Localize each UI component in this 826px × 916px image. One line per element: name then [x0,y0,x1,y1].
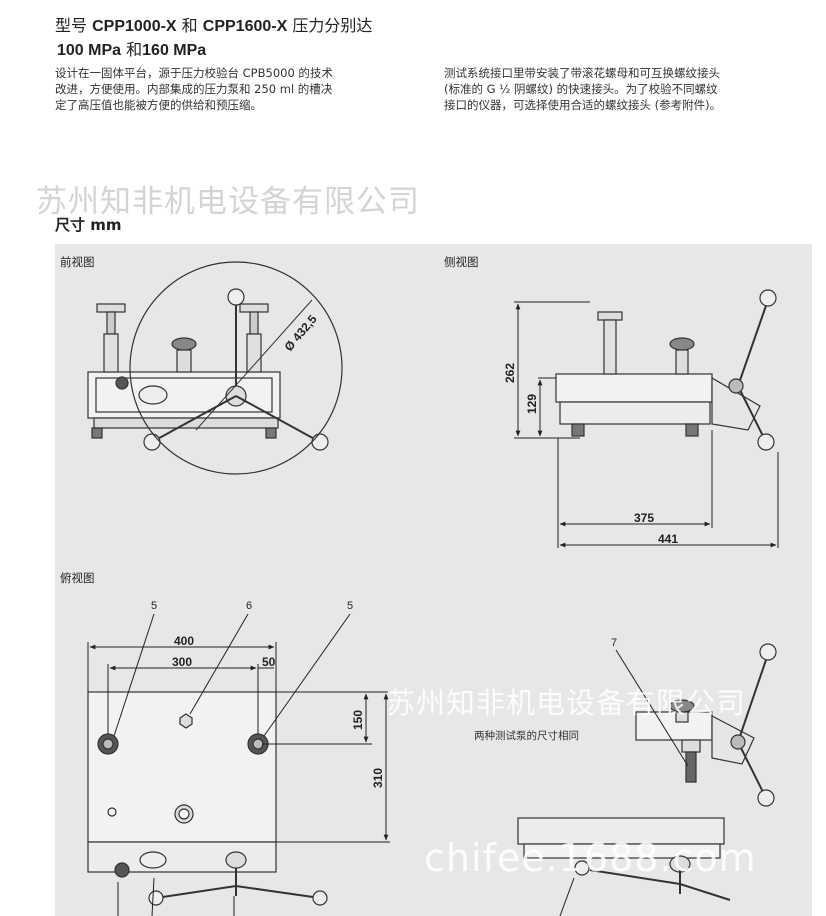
dimensions-title: 尺寸 mm [55,216,122,234]
top-view-dimensions [87,613,390,916]
top-view-drawing [87,691,328,906]
heading-line-1: 型号 CPP1000-X 和 CPP1600-X 压力分别达 [55,16,373,35]
dim-height-total: 262 [503,363,517,383]
pressure-160: 160 MPa [142,42,207,59]
dim-width-total: 400 [174,634,194,648]
dim-depth-partial: 150 [351,710,365,730]
callout-6: 6 [246,600,252,612]
pressure-100: 100 MPa [57,42,122,59]
callout-7-line [615,649,689,767]
watermark-company-panel: 苏州知非机电设备有限公司 [386,686,747,720]
diameter-label: Ø 432,5 [282,312,320,354]
detail-callout-line [559,877,575,916]
dim-depth-full: 310 [371,768,385,788]
same-dimension-note: 两种测试泵的尺寸相同 [474,730,579,742]
side-view-dimensions [514,301,779,548]
detail-view-drawing [517,643,777,901]
dim-height-body: 129 [525,394,539,414]
description-right: 测试系统接口里带安装了带滚花螺母和可互换螺纹接头 (标准的 G ½ 阴螺纹) 的… [444,66,722,112]
dim-width-spacing: 300 [172,655,192,669]
callout-5-left: 5 [151,600,157,612]
model-cpp1600: CPP1600-X [202,18,288,35]
dim-depth-total: 441 [658,532,678,546]
model-cpp1000: CPP1000-X [92,18,177,35]
dim-offset: 50 [262,655,276,669]
dim-depth-base: 375 [634,511,654,525]
callout-7: 7 [611,637,617,649]
side-view-label: 侧视图 [444,255,479,269]
front-view-label: 前视图 [60,255,95,269]
top-view-label: 俯视图 [60,571,95,585]
side-view-drawing [555,289,777,451]
watermark-site: chifee.1688.com [424,836,757,880]
watermark-company-top: 苏州知非机电设备有限公司 [36,184,420,220]
front-view-drawing [87,261,343,475]
heading-line-2: 100 MPa 和160 MPa [57,40,207,59]
description-left: 设计在一固体平台，源于压力校验台 CPB5000 的技术 改进，方便使用。内部集… [55,66,333,112]
callout-5-right: 5 [347,600,353,612]
